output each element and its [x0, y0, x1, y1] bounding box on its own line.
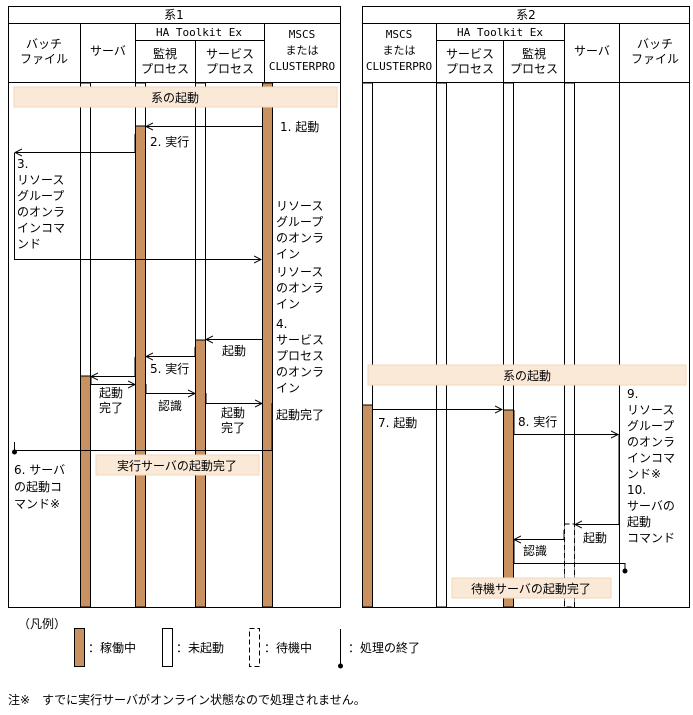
header-service-process-2: サービスプロセス — [446, 47, 494, 76]
legend-end-marker — [338, 663, 343, 669]
server-active-bar — [80, 375, 91, 608]
system2-start-band — [367, 364, 687, 386]
legend-not-started: ：未起動 — [176, 641, 224, 655]
standby-server-done-label: 待機サーバの起動完了 — [471, 581, 591, 596]
header-service-process: サービスプロセス — [206, 47, 254, 76]
legend-end: ：処理の終了 — [348, 640, 420, 655]
legend-title: （凡例） — [18, 617, 66, 631]
header-ha-toolkit-2: HA Toolkit Ex — [457, 26, 543, 39]
header-monitor-process: 監視プロセス — [141, 46, 189, 76]
msg-4-service-online: 4.サービスプロセスのオンライン — [276, 317, 324, 395]
msg-7-start: 7. 起動 — [378, 416, 417, 430]
standby-server-done-band — [451, 577, 612, 599]
msg-recognize-2: 認識 — [523, 543, 547, 558]
header-batch-file-2: バッチファイル — [631, 37, 679, 66]
header-monitor-process-2: 監視プロセス — [510, 46, 558, 76]
msg-start-complete: 起動完了 — [276, 407, 324, 422]
msg-resource-group-online: リソースグループのオンライン — [276, 199, 324, 261]
exec-server-done-label: 実行サーバの起動完了 — [117, 458, 237, 473]
msg-3-resource-group-online: 3.リソースグループのオンラインコマンド — [17, 157, 65, 251]
header-server-2: サーバ — [574, 44, 610, 58]
header-server: サーバ — [90, 44, 126, 58]
msg-5-execute: 5. 実行 — [150, 361, 189, 376]
system1-panel: 系1 バッチファイル サーバ HA Toolkit Ex 監視プロセス サービス… — [8, 6, 341, 608]
legend-running: ：稼働中 — [88, 640, 136, 655]
footnote: 注※ すでに実行サーバがオンライン状態なので処理されません。 — [8, 692, 366, 707]
msg-server-start-done: 起動完了 — [99, 386, 123, 415]
msg-recognize: 認識 — [158, 398, 182, 413]
msg-start-service: 起動 — [222, 344, 246, 358]
legend: （凡例） ：稼働中 ：未起動 ：待機中 ：処理の終了 — [18, 617, 420, 669]
exec-server-done-band — [95, 454, 260, 476]
system2-title: 系2 — [516, 8, 536, 22]
msg-resource-online: リソースのオンライン — [276, 265, 324, 311]
msg-2-execute: 2. 実行 — [150, 134, 189, 149]
msg-service-start-done: 起動完了 — [221, 406, 245, 435]
msg-start-server-2: 起動 — [583, 531, 607, 545]
header-batch-file: バッチファイル — [20, 37, 68, 66]
legend-running-swatch — [74, 628, 85, 667]
system1-title: 系1 — [164, 8, 184, 22]
cluster2-active-bar — [362, 404, 373, 608]
server2-standby-bar — [564, 523, 575, 608]
msg-9-10-commands: 9.リソースグループのオンラインコマンド※10.サーバの起動コマンド — [627, 387, 675, 545]
msg-1-start: 1. 起動 — [280, 120, 319, 134]
msg-6-server-start-command: 6. サーバの起動コマンド※ — [14, 463, 65, 511]
legend-standby-swatch — [249, 628, 260, 667]
system1-start-label: 系の起動 — [151, 91, 199, 105]
msg-8-execute: 8. 実行 — [518, 414, 557, 429]
monitor-active-bar — [135, 125, 146, 608]
system2-start-label: 系の起動 — [503, 369, 551, 383]
monitor2-active-bar — [503, 409, 514, 608]
cluster-active-bar — [262, 82, 273, 608]
header-ha-toolkit: HA Toolkit Ex — [156, 26, 242, 39]
legend-not-started-swatch — [162, 628, 173, 667]
legend-standby: ：待機中 — [264, 640, 312, 655]
system1-start-band — [13, 86, 338, 108]
